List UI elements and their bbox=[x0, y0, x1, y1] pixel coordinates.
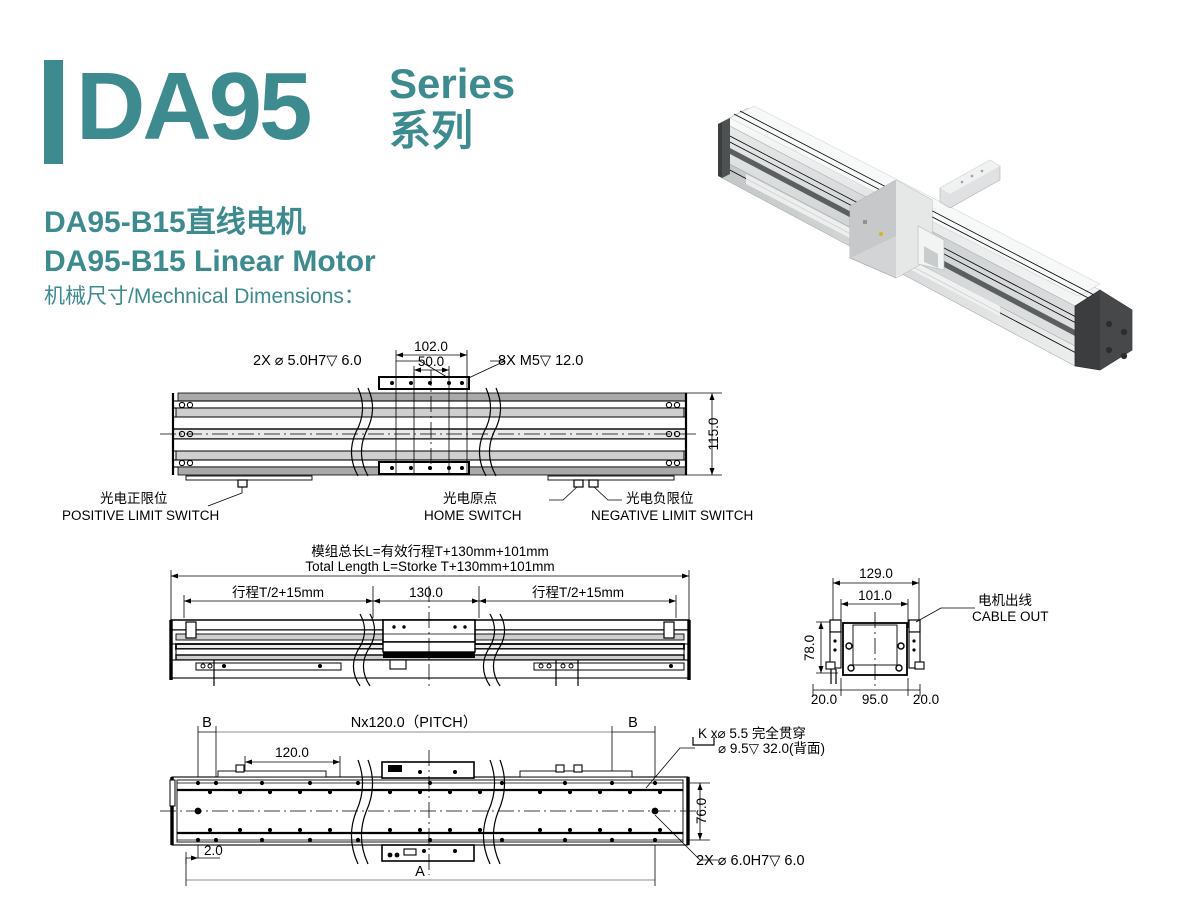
brand-model-title: DA95 bbox=[76, 53, 312, 160]
subtitle-block: DA95-B15直线电机 DA95-B15 Linear Motor 机械尺寸/… bbox=[44, 204, 376, 312]
dim-label-50: 50.0 bbox=[418, 354, 444, 369]
label-negative-limit-en: NEGATIVE LIMIT SWITCH bbox=[591, 508, 753, 523]
dim-78 bbox=[816, 621, 838, 674]
callout-2x-dowel-top: 2X ⌀ 5.0H7▽ 6.0 bbox=[253, 353, 362, 369]
dim-label-foot-center: 95.0 bbox=[862, 692, 888, 707]
photo-left-endcap bbox=[718, 118, 730, 178]
dim-label-2: 2.0 bbox=[204, 843, 223, 858]
dim-115 bbox=[686, 392, 722, 476]
counterbore-symbol bbox=[692, 737, 715, 746]
product-title-cn: DA95-B15直线电机 bbox=[44, 206, 306, 239]
drawing-side-view bbox=[169, 570, 691, 690]
product-photo bbox=[700, 78, 1170, 378]
label-home-cn: 光电原点 bbox=[443, 491, 497, 506]
bottom-view-break-lines bbox=[350, 759, 506, 865]
label-positive-limit-en: POSITIVE LIMIT SWITCH bbox=[62, 508, 219, 523]
dowel-hole-leader bbox=[654, 814, 718, 861]
label-home-en: HOME SWITCH bbox=[424, 508, 522, 523]
label-total-length-en: Total Length L=Storke T+130mm+101mm bbox=[305, 559, 554, 574]
bottom-view-hole-rows bbox=[194, 780, 663, 843]
brand-series-en: Series bbox=[389, 60, 516, 107]
label-stroke-right: 行程T/2+15mm bbox=[532, 585, 624, 600]
thru-hole-leader bbox=[645, 747, 695, 789]
side-view-carriage bbox=[382, 586, 476, 690]
product-title-en: DA95-B15 Linear Motor bbox=[44, 245, 376, 278]
callout-dowel-bottom: 2X ⌀ 6.0H7▽ 6.0 bbox=[696, 853, 805, 869]
dim-102 bbox=[395, 350, 468, 379]
label-b-left: B bbox=[202, 715, 212, 731]
dim-129 bbox=[832, 578, 920, 625]
callout-thru-hole-line1: K x⌀ 5.5 完全贯穿 bbox=[698, 725, 806, 741]
dim-base-feet bbox=[812, 678, 921, 696]
label-pitch: Nx120.0（PITCH） bbox=[351, 714, 478, 731]
drawing-end-view bbox=[812, 578, 975, 696]
dim-label-foot-right: 20.0 bbox=[913, 692, 939, 707]
side-view-break-lines bbox=[352, 613, 506, 687]
dim-label-115: 115.0 bbox=[706, 418, 721, 451]
label-positive-limit-cn: 光电正限位 bbox=[100, 491, 168, 506]
dim-label-120: 120.0 bbox=[275, 745, 309, 760]
dim-stroke-segments bbox=[183, 586, 677, 618]
dim-label-102: 102.0 bbox=[414, 339, 448, 354]
label-b-right: B bbox=[628, 715, 638, 731]
dim-76 bbox=[688, 782, 710, 841]
photo-right-endcap bbox=[1074, 289, 1133, 371]
label-cable-out-cn: 电机出线 bbox=[978, 593, 1032, 608]
label-negative-limit-cn: 光电负限位 bbox=[626, 491, 694, 506]
label-stroke-left: 行程T/2+15mm bbox=[232, 585, 324, 600]
label-cable-out-en: CABLE OUT bbox=[972, 609, 1049, 624]
top-view-sensors bbox=[185, 475, 675, 507]
photo-carriage bbox=[849, 179, 945, 279]
dim-total-length bbox=[170, 570, 690, 620]
bottom-view-carriage-markings bbox=[217, 750, 633, 875]
cable-out-leader bbox=[915, 607, 975, 623]
top-view-carriage bbox=[378, 370, 470, 475]
drawing-top-view bbox=[160, 350, 722, 507]
top-view-callout-leaders bbox=[396, 360, 506, 383]
top-view-end-bolts bbox=[178, 401, 681, 467]
callout-thru-hole-line2: ⌀ 9.5▽ 32.0(背面) bbox=[718, 741, 825, 756]
brand-accent-bar bbox=[44, 60, 63, 164]
dim-a bbox=[185, 845, 656, 886]
dim-label-101: 101.0 bbox=[858, 588, 892, 603]
dim-label-130: 130.0 bbox=[409, 585, 443, 600]
dim-label-76: 76.0 bbox=[694, 798, 709, 824]
drawing-bottom-view bbox=[160, 726, 718, 886]
dim-label-129: 129.0 bbox=[859, 566, 893, 581]
photo-top-strip bbox=[939, 159, 1001, 209]
brand-series-cn: 系列 bbox=[389, 107, 474, 154]
label-a: A bbox=[415, 864, 425, 880]
top-view-break-lines bbox=[350, 387, 502, 477]
label-total-length-cn: 模组总长L=有效行程T+130mm+101mm bbox=[311, 544, 548, 559]
section-label-dimensions: 机械尺寸/Mechnical Dimensions： bbox=[44, 285, 365, 308]
dim-label-foot-left: 20.0 bbox=[811, 692, 837, 707]
callout-8x-m5: 8X M5▽ 12.0 bbox=[498, 353, 583, 369]
dim-label-78: 78.0 bbox=[802, 635, 817, 661]
side-view-rail-details bbox=[195, 660, 685, 686]
